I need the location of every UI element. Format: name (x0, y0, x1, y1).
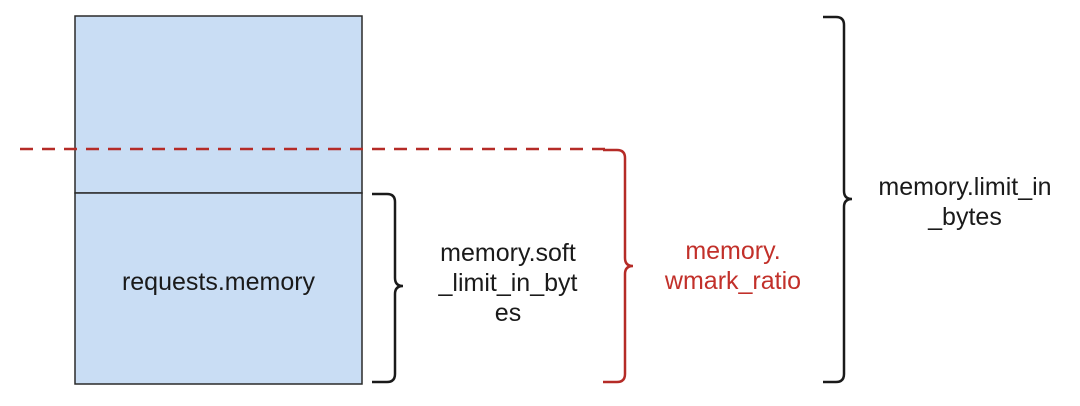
soft-limit-label: memory.soft _limit_in_byt es (413, 238, 603, 328)
soft-limit-label-line3: es (494, 299, 522, 327)
limit-label: memory.limit_in _bytes (860, 172, 1070, 232)
wmark-ratio-label-line2: wmark_ratio (664, 267, 802, 295)
soft-limit-label-line1: memory.soft (440, 239, 576, 267)
wmark-ratio-brace (603, 148, 634, 384)
limit-label-line2: _bytes (928, 203, 1002, 231)
limit-label-line1: memory.limit_in (878, 173, 1052, 201)
soft-limit-label-line2: _limit_in_byt (438, 269, 578, 297)
memory-box-upper (74, 15, 363, 194)
requests-memory-box (74, 192, 363, 385)
limit-brace (823, 15, 853, 384)
soft-limit-brace (372, 192, 404, 384)
wmark-ratio-label: memory. wmark_ratio (638, 236, 828, 296)
wmark-ratio-label-line1: memory. (685, 237, 781, 265)
requests-memory-label: requests.memory (121, 268, 316, 296)
